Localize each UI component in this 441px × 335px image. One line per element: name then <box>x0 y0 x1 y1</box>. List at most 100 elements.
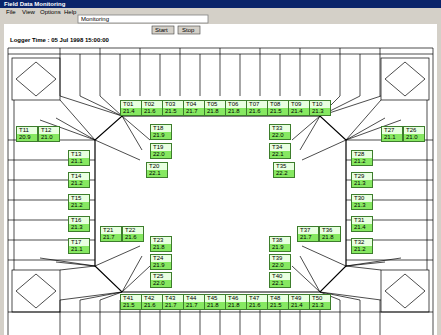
menu-item: File <box>6 9 16 16</box>
sensor-value: 21.5 <box>123 302 139 309</box>
sensor-box: T0921.4 <box>288 100 310 116</box>
sensor-value: 21.3 <box>354 202 370 209</box>
menu-bar <box>0 8 441 24</box>
menu-item: Options <box>40 9 61 16</box>
sensor-value: 21.7 <box>186 302 202 309</box>
sensor-box: T3721.7 <box>297 226 319 242</box>
sensor-name: T10 <box>310 101 330 108</box>
sensor-name: T31 <box>352 217 372 224</box>
sensor-value: 21.4 <box>291 108 307 115</box>
sensor-name: T45 <box>205 295 225 302</box>
sensor-box: T0121.4 <box>120 100 142 116</box>
sensor-value: 21.9 <box>153 132 169 139</box>
sensor-box: T2921.3 <box>351 172 373 188</box>
sensor-name: T42 <box>142 295 162 302</box>
sensor-box: T1120.9 <box>16 126 38 142</box>
sensor-name: T14 <box>69 173 89 180</box>
sensor-value: 21.7 <box>165 302 181 309</box>
sensor-box: T1922.0 <box>150 143 172 159</box>
sensor-name: T06 <box>226 101 246 108</box>
sensor-value: 21.2 <box>71 202 87 209</box>
sensor-value: 21.6 <box>249 108 265 115</box>
sensor-value: 21.6 <box>144 108 160 115</box>
sensor-box: T1021.3 <box>309 100 331 116</box>
sensor-name: T04 <box>184 101 204 108</box>
sensor-box: T4121.5 <box>120 294 142 310</box>
sensor-name: T50 <box>310 295 330 302</box>
sensor-name: T13 <box>69 151 89 158</box>
sensor-box: T1521.2 <box>68 194 90 210</box>
window-title: Field Data Monitoring <box>4 1 65 8</box>
sensor-name: T39 <box>270 255 290 262</box>
sensor-name: T18 <box>151 125 171 132</box>
sensor-value: 21.8 <box>228 302 244 309</box>
sensor-value: 22.0 <box>153 280 169 287</box>
sensor-name: T15 <box>69 195 89 202</box>
sensor-box: T4821.5 <box>267 294 289 310</box>
sensor-box: T3621.8 <box>319 226 341 242</box>
sensor-box: T2321.8 <box>150 236 172 252</box>
sensor-value: 21.7 <box>300 234 316 241</box>
button-label: Start <box>155 27 168 34</box>
sensor-name: T33 <box>270 125 290 132</box>
sensor-name: T29 <box>352 173 372 180</box>
address-text: Monitoring <box>81 16 109 23</box>
sensor-box: T3322.0 <box>269 124 291 140</box>
sensor-box: T0521.8 <box>204 100 226 116</box>
sensor-name: T37 <box>298 227 318 234</box>
sensor-name: T11 <box>17 127 37 134</box>
sensor-value: 21.7 <box>103 234 119 241</box>
sensor-box: T4521.8 <box>204 294 226 310</box>
sensor-name: T05 <box>205 101 225 108</box>
sensor-box: T0821.5 <box>267 100 289 116</box>
window-frame <box>437 24 441 335</box>
sensor-value: 21.8 <box>207 108 223 115</box>
sensor-box: T4421.7 <box>183 294 205 310</box>
sensor-box: T4921.4 <box>288 294 310 310</box>
sensor-box: T2421.9 <box>150 254 172 270</box>
sensor-box: T2621.0 <box>403 126 425 142</box>
sensor-name: T30 <box>352 195 372 202</box>
sensor-box: T4221.6 <box>141 294 163 310</box>
sensor-name: T40 <box>270 273 290 280</box>
sensor-name: T07 <box>247 101 267 108</box>
sensor-name: T28 <box>352 151 372 158</box>
sensor-value: 21.0 <box>41 134 57 141</box>
sensor-box: T1821.9 <box>150 124 172 140</box>
sensor-name: T26 <box>404 127 424 134</box>
sensor-box: T3021.3 <box>351 194 373 210</box>
menu-item: Help <box>64 9 76 16</box>
sensor-name: T02 <box>142 101 162 108</box>
sensor-box: T1221.0 <box>38 126 60 142</box>
address-field <box>78 15 208 23</box>
sensor-box: T4721.6 <box>246 294 268 310</box>
sensor-box: T1721.1 <box>68 238 90 254</box>
sensor-value: 21.8 <box>322 234 338 241</box>
sensor-name: T35 <box>274 163 294 170</box>
sensor-value: 21.5 <box>270 302 286 309</box>
sensor-value: 21.5 <box>270 108 286 115</box>
stands <box>8 48 433 335</box>
sensor-value: 21.8 <box>153 244 169 251</box>
sensor-name: T46 <box>226 295 246 302</box>
sensor-box: T2522.0 <box>150 272 172 288</box>
sensor-value: 21.3 <box>312 108 328 115</box>
sensor-value: 21.3 <box>312 302 328 309</box>
sensor-name: T44 <box>184 295 204 302</box>
window-frame <box>0 24 4 335</box>
sensor-name: T20 <box>147 163 167 170</box>
sensor-name: T34 <box>270 144 290 151</box>
sensor-value: 21.4 <box>354 224 370 231</box>
sensor-name: T43 <box>163 295 183 302</box>
sensor-name: T09 <box>289 101 309 108</box>
sensor-value: 21.3 <box>354 180 370 187</box>
sensor-value: 21.4 <box>123 108 139 115</box>
sensor-box: T2221.6 <box>122 226 144 242</box>
sensor-box: T3221.2 <box>351 238 373 254</box>
sensor-name: T17 <box>69 239 89 246</box>
sensor-box: T3922.0 <box>269 254 291 270</box>
sensor-value: 21.0 <box>406 134 422 141</box>
sensor-box: T3121.4 <box>351 216 373 232</box>
sensor-box: T0721.6 <box>246 100 268 116</box>
